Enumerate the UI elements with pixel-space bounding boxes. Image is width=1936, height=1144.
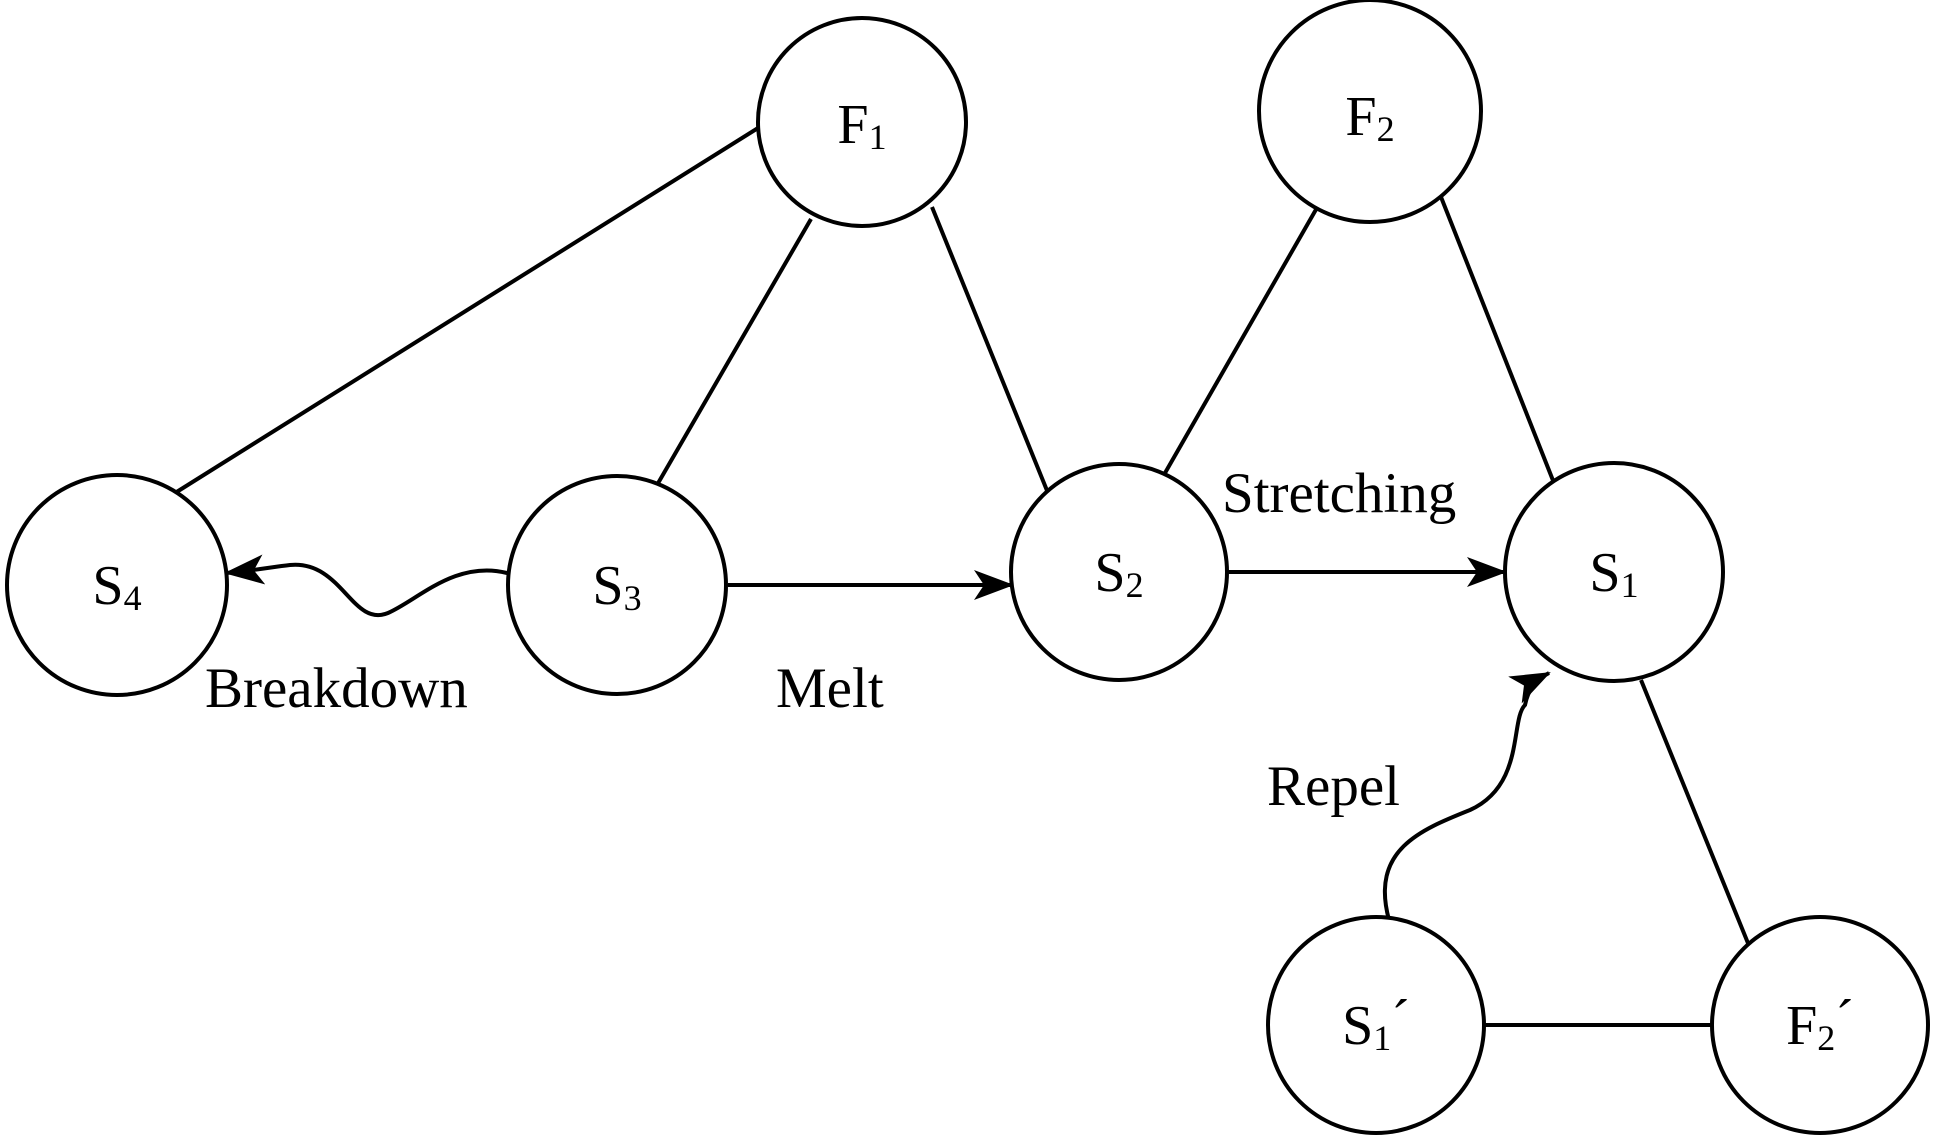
node-f2-letter: F [1345,86,1376,148]
connections [173,126,1754,1027]
node-s1: S1 [1503,461,1725,683]
edge-s1-f2p [1639,679,1754,954]
svg-text:S3: S3 [592,555,641,618]
node-s2-sub: 2 [1126,565,1144,605]
svg-text:F2´: F2´ [1786,989,1854,1058]
node-s1-sub: 1 [1621,565,1639,605]
node-f1-sub: 1 [869,117,887,157]
node-s3-letter: S [592,555,623,617]
node-s1-prime: S1´ [1266,915,1486,1135]
svg-text:S1: S1 [1589,542,1638,605]
svg-text:F1: F1 [837,94,886,157]
repel-arrow [1382,671,1551,921]
node-s4: S4 [5,473,229,697]
node-f1-letter: F [837,94,868,156]
edge-s2-f1 [930,206,1050,494]
node-f2-prime-mark: ´ [1835,989,1854,1051]
nodes: F1 F2 S4 S3 S2 S1 S1´ F2´ [5,0,1930,1135]
edge-s2-f2 [1163,205,1320,474]
node-s3: S3 [506,474,728,696]
node-s2: S2 [1009,462,1229,682]
svg-text:S2: S2 [1094,542,1143,605]
node-f2-prime-letter: F [1786,995,1817,1057]
edge-s4-f1 [173,126,760,495]
node-f1: F1 [756,16,968,228]
node-s1-prime-sub: 1 [1373,1018,1391,1058]
edge-s1-f2 [1439,196,1556,484]
node-s3-sub: 3 [624,578,642,618]
node-f2-sub: 2 [1377,109,1395,149]
node-f2-prime: F2´ [1710,915,1930,1135]
breakdown-arrow [224,554,508,618]
label-melt: Melt [776,657,884,720]
label-repel: Repel [1267,755,1400,818]
label-breakdown: Breakdown [205,657,468,720]
wavy-arrows [224,554,1551,921]
node-s1-prime-letter: S [1342,995,1373,1057]
edge-labels: Breakdown Melt Stretching Repel [205,462,1456,818]
svg-text:S1´: S1´ [1342,989,1410,1058]
node-s1-prime-mark: ´ [1391,989,1410,1051]
node-s2-letter: S [1094,542,1125,604]
node-s1-letter: S [1589,542,1620,604]
label-stretching: Stretching [1222,462,1456,525]
svg-text:S4: S4 [92,555,141,618]
node-f2-prime-sub: 2 [1817,1018,1835,1058]
edge-s3-f1 [655,217,813,487]
node-s4-sub: 4 [124,578,142,618]
node-f2: F2 [1257,0,1483,224]
svg-text:F2: F2 [1345,86,1394,149]
process-arrows [728,557,1507,600]
node-s4-letter: S [92,555,123,617]
